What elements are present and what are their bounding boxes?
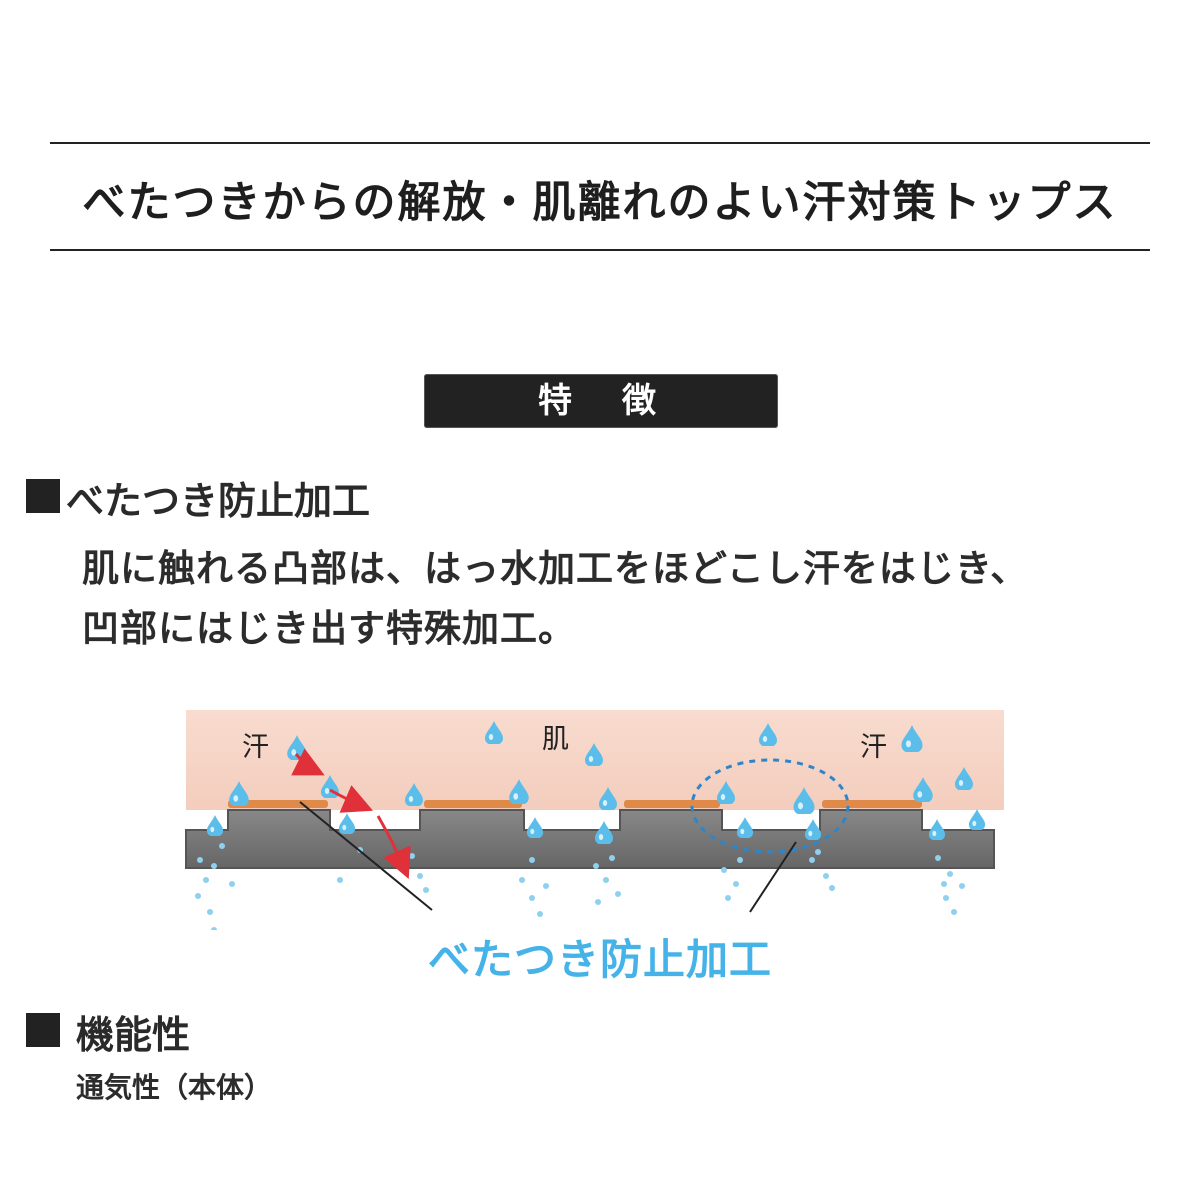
- sweat-flow-arrows: [291, 748, 411, 880]
- coating-strips: [228, 800, 922, 808]
- bottom-divider: [50, 249, 1150, 251]
- section-description-line-1: 肌に触れる凸部は、はっ水加工をほどこし汗をはじき、: [82, 547, 1029, 590]
- page-title: べたつきからの解放・肌離れのよい汗対策トップス: [82, 178, 1118, 228]
- top-divider: [50, 142, 1150, 144]
- anti-stick-diagram: 汗 肌 汗: [185, 710, 1004, 930]
- bullet-square-icon: [26, 1013, 60, 1047]
- small-droplets: [195, 843, 965, 930]
- label-sweat-left: 汗: [242, 732, 269, 763]
- highlight-ellipse: [690, 758, 850, 854]
- diagram-caption: べたつき防止加工: [427, 935, 772, 984]
- section-heading-functionality: 機能性: [76, 1013, 191, 1057]
- leader-line-right: [749, 841, 797, 913]
- leader-line-left: [299, 801, 433, 911]
- fabric-layer: [185, 809, 995, 869]
- label-skin: 肌: [542, 724, 569, 755]
- label-sweat-right: 汗: [860, 732, 887, 763]
- section-description-line-2: 凹部にはじき出す特殊加工。: [82, 607, 576, 650]
- section-sub-breathability: 通気性（本体）: [76, 1071, 273, 1104]
- feature-banner: 特 徴: [424, 374, 778, 428]
- section-heading-anti-stick: べたつき防止加工: [66, 479, 371, 523]
- bullet-square-icon: [26, 479, 60, 513]
